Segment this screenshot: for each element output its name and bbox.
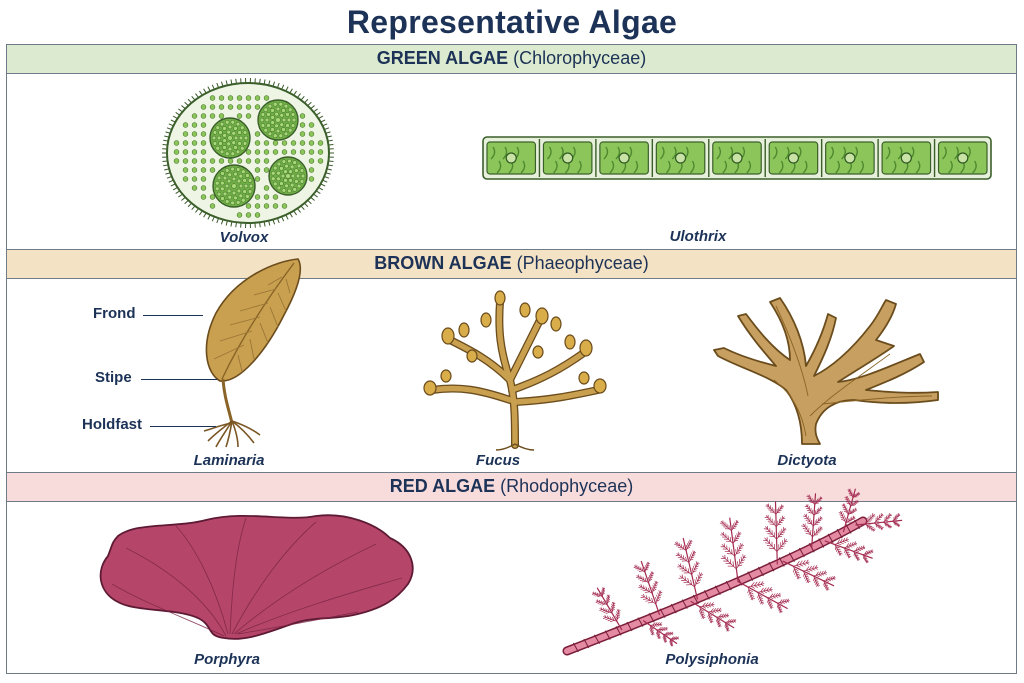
volvox-label: Volvox [219,229,269,246]
page-title: Representative Algae [346,4,678,40]
green-algae-class: (Chlorophyceae) [513,48,647,68]
red-algae-class: (Rhodophyceae) [500,476,634,496]
porphyra-label: Porphyra [194,651,260,668]
red-algae-name: RED ALGAE [389,476,496,496]
green-algae-name: GREEN ALGAE [376,48,509,68]
porphyra-illustration [99,514,414,640]
red-algae-header: RED ALGAE (Rhodophyceae) [6,472,1017,502]
fucus-label: Fucus [475,452,521,469]
laminaria-illustration [203,258,302,448]
brown-algae-header: BROWN ALGAE (Phaeophyceae) [6,249,1017,279]
stipe-label: Stipe [95,369,132,386]
dictyota-label: Dictyota [777,452,837,469]
fucus-illustration [423,290,607,451]
dictyota-illustration [713,297,939,445]
frond-leader-line [143,315,203,316]
frond-label: Frond [93,305,136,322]
polysiphonia-label: Polysiphonia [665,651,759,668]
brown-algae-name: BROWN ALGAE [374,253,512,273]
ulothrix-label: Ulothrix [669,228,727,245]
brown-algae-class: (Phaeophyceae) [516,253,649,273]
ulothrix-illustration [482,136,992,180]
holdfast-leader-line [150,426,216,427]
green-algae-header: GREEN ALGAE (Chlorophyceae) [6,44,1017,74]
stipe-leader-line [141,379,217,380]
laminaria-label: Laminaria [193,452,265,469]
holdfast-label: Holdfast [82,416,142,433]
polysiphonia-illustration [562,488,903,656]
volvox-illustration [162,78,334,228]
